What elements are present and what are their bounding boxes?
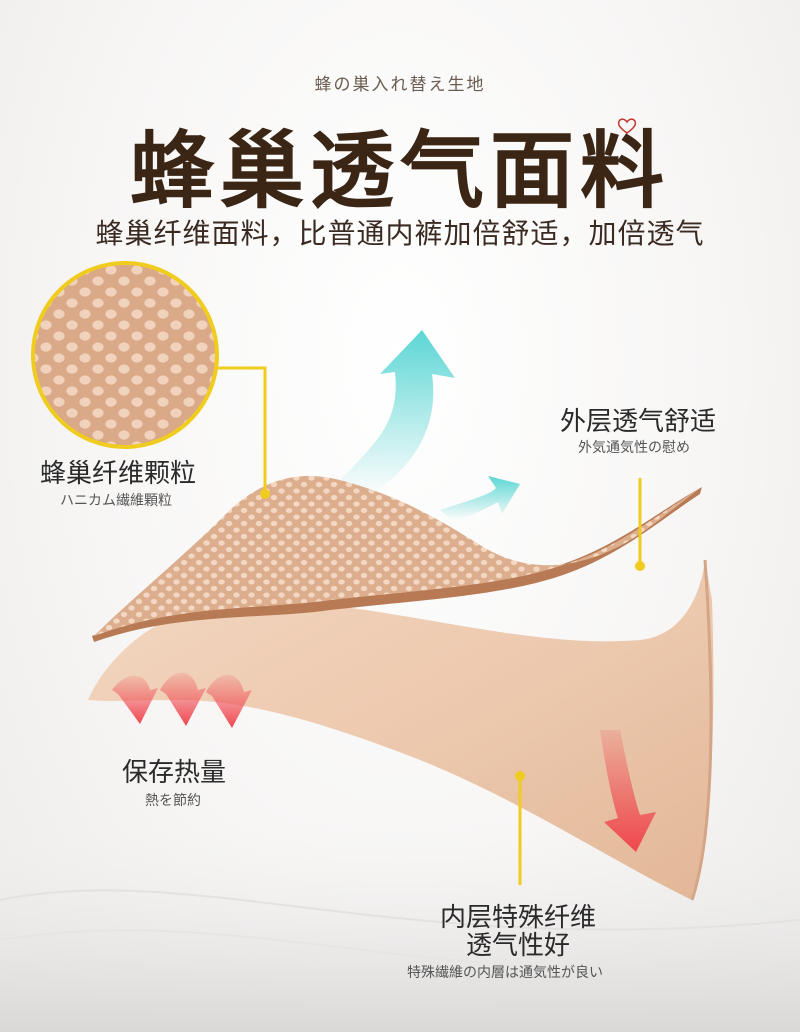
japanese-subtitle: 蜂の巣入れ替え生地 xyxy=(314,75,486,95)
inner-layer xyxy=(88,560,714,900)
heat-arrow-right xyxy=(600,730,656,852)
callout-inner-label-2: 透气性好 xyxy=(466,931,571,961)
heat-arrows xyxy=(112,672,252,728)
leader-lines xyxy=(215,366,642,885)
page-subtitle: 蜂巢纤维面料，比普通内裤加倍舒适，加倍透气 xyxy=(95,217,705,250)
outer-layer xyxy=(94,475,702,636)
callout-inner-label-1: 内层特殊纤维 xyxy=(440,903,597,933)
callout-inner-sub: 特殊繊維の内層は通気性が良い xyxy=(407,965,603,981)
honeycomb-zoom-circle xyxy=(31,261,219,449)
callout-honeycomb-sub: ハニカム繊維顆粒 xyxy=(60,493,172,509)
airflow-arrow-small xyxy=(440,476,520,520)
outer-layer-edge xyxy=(92,487,702,642)
callout-heat-label: 保存热量 xyxy=(122,758,227,788)
callout-heat-sub: 熱を節約 xyxy=(145,793,201,809)
callout-outer-label: 外层透气舒适 xyxy=(560,407,717,437)
callout-outer-sub: 外気通気性の慰め xyxy=(578,440,690,456)
callout-honeycomb-label: 蜂巢纤维颗粒 xyxy=(40,459,197,489)
page-title: 蜂巢透气面料 xyxy=(129,121,670,220)
airflow-arrow-large xyxy=(335,330,455,495)
heart-icon xyxy=(617,118,637,134)
